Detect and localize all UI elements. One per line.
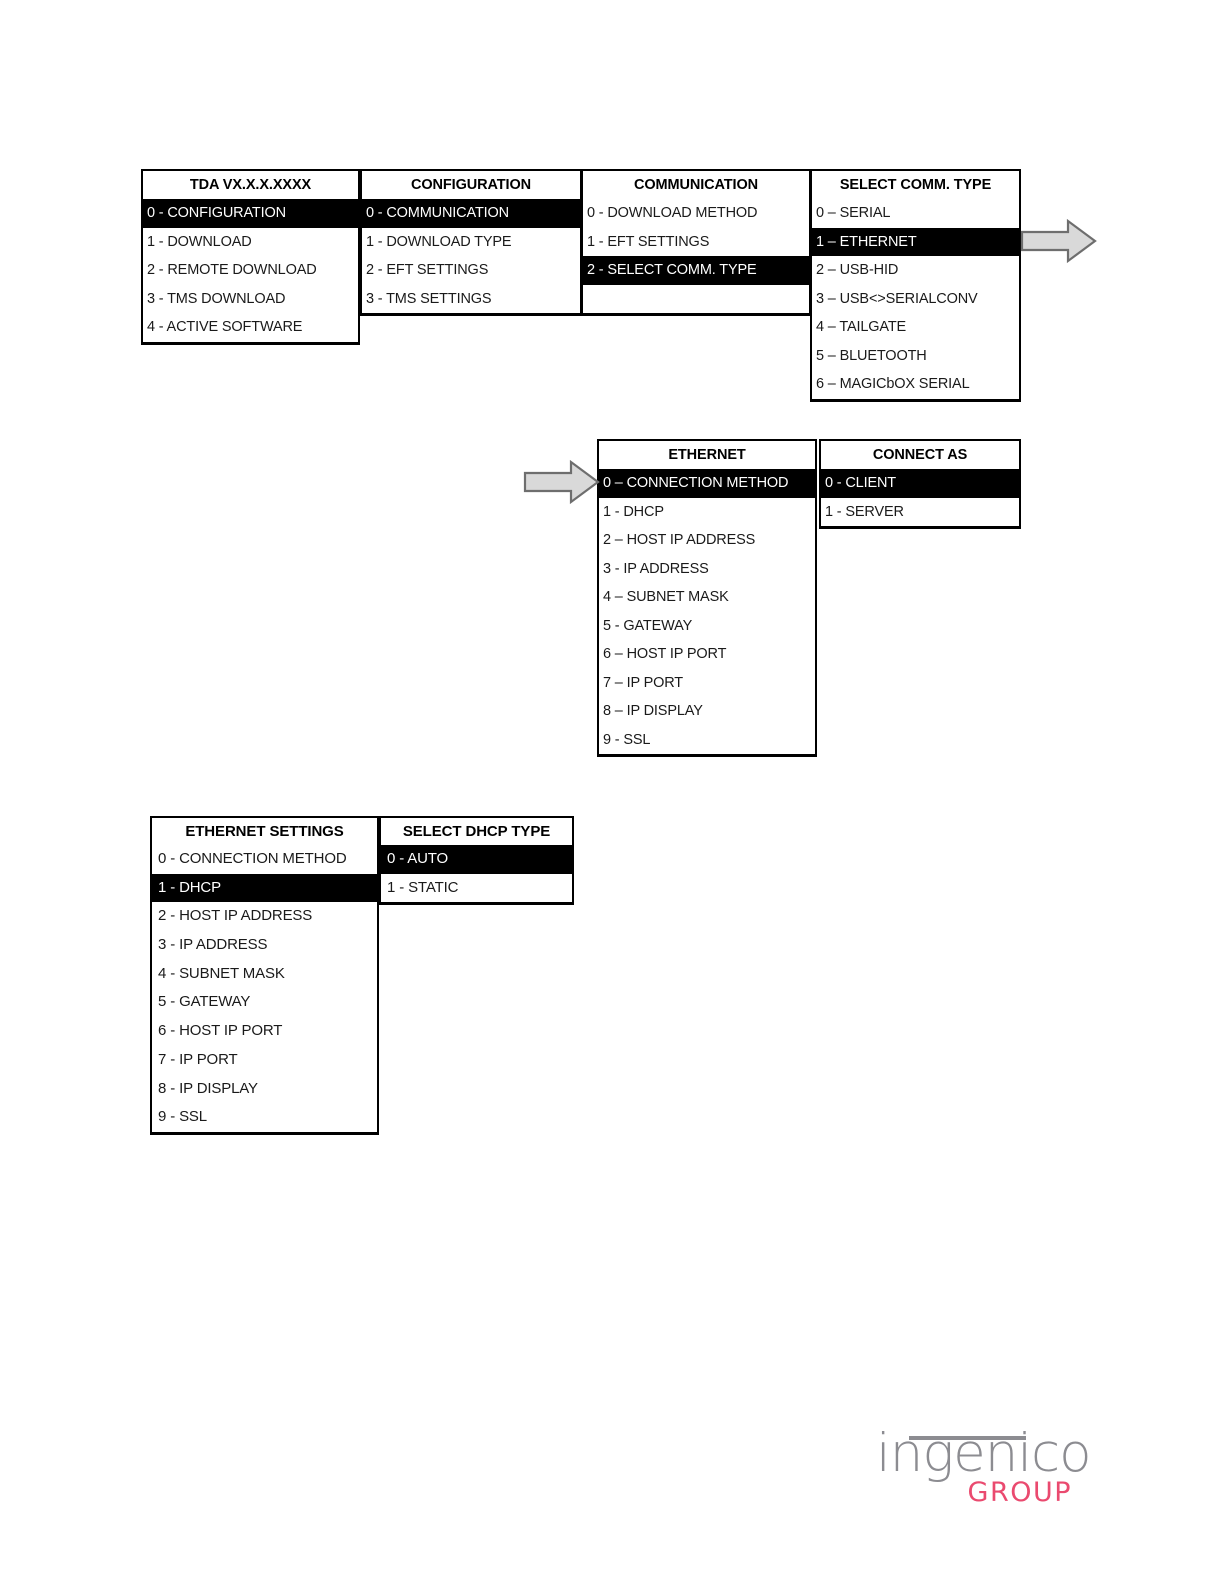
- flow-arrow-right-middle: [523, 459, 601, 510]
- menu-title: ETHERNET: [599, 441, 815, 469]
- menu-item-host-ip-address[interactable]: 2 - HOST IP ADDRESS: [152, 902, 377, 932]
- menu-item-eft-settings[interactable]: 1 - EFT SETTINGS: [583, 227, 809, 256]
- menu-item-ip-display[interactable]: 8 – IP DISPLAY: [599, 697, 815, 726]
- logo-subtitle: GROUP: [967, 1477, 1072, 1508]
- menu-item-ip-address[interactable]: 3 - IP ADDRESS: [599, 554, 815, 583]
- menu-item-remote-download[interactable]: 2 - REMOTE DOWNLOAD: [143, 256, 358, 285]
- menu-item-ssl[interactable]: 9 - SSL: [599, 725, 815, 754]
- menu-box-select-comm-type: SELECT COMM. TYPE 0 – SERIAL 1 – ETHERNE…: [810, 169, 1021, 402]
- menu-item-serial[interactable]: 0 – SERIAL: [812, 199, 1019, 228]
- menu-item-host-ip-port[interactable]: 6 - HOST IP PORT: [152, 1017, 377, 1046]
- menu-item-download-type[interactable]: 1 - DOWNLOAD TYPE: [362, 227, 580, 256]
- menu-title: CONNECT AS: [821, 441, 1019, 469]
- menu-item-download-method[interactable]: 0 - DOWNLOAD METHOD: [583, 199, 809, 228]
- menu-item-host-ip-address[interactable]: 2 – HOST IP ADDRESS: [599, 526, 815, 555]
- menu-item-active-software[interactable]: 4 - ACTIVE SOFTWARE: [143, 313, 358, 342]
- menu-item-tms-settings[interactable]: 3 - TMS SETTINGS: [362, 284, 580, 313]
- menu-item-communication[interactable]: 0 - COMMUNICATION: [362, 199, 580, 228]
- menu-item-server[interactable]: 1 - SERVER: [821, 497, 1019, 526]
- menu-item-tms-download[interactable]: 3 - TMS DOWNLOAD: [143, 284, 358, 313]
- menu-title: TDA VX.X.X.XXXX: [143, 171, 358, 199]
- menu-item-bluetooth[interactable]: 5 – BLUETOOTH: [812, 341, 1019, 370]
- menu-box-select-dhcp-type: SELECT DHCP TYPE 0 - AUTO 1 - STATIC: [379, 816, 574, 906]
- menu-item-dhcp[interactable]: 1 - DHCP: [599, 497, 815, 526]
- menu-item-tailgate[interactable]: 4 – TAILGATE: [812, 313, 1019, 342]
- menu-item-host-ip-port[interactable]: 6 – HOST IP PORT: [599, 640, 815, 669]
- menu-box-ethernet: ETHERNET 0 – CONNECTION METHOD 1 - DHCP …: [597, 439, 817, 757]
- menu-item-auto[interactable]: 0 - AUTO: [381, 845, 572, 874]
- logo-bar: [909, 1436, 1026, 1440]
- menu-item-client[interactable]: 0 - CLIENT: [821, 469, 1019, 498]
- menu-item-ip-port[interactable]: 7 - IP PORT: [152, 1045, 377, 1075]
- menu-item-ip-port[interactable]: 7 – IP PORT: [599, 668, 815, 697]
- menu-item-static[interactable]: 1 - STATIC: [381, 873, 572, 903]
- menu-item-gateway[interactable]: 5 - GATEWAY: [599, 611, 815, 640]
- menu-item-subnet-mask[interactable]: 4 – SUBNET MASK: [599, 583, 815, 612]
- menu-item-usb-hid[interactable]: 2 – USB-HID: [812, 256, 1019, 285]
- menu-item-ssl[interactable]: 9 - SSL: [152, 1103, 377, 1132]
- menu-title: ETHERNET SETTINGS: [152, 818, 377, 845]
- flow-arrow-right-top: [1020, 218, 1098, 269]
- ingenico-logo: ingenico GROUP: [876, 1418, 1092, 1514]
- logo-wordmark: ingenico: [876, 1423, 1092, 1484]
- menu-item-connection-method[interactable]: 0 – CONNECTION METHOD: [599, 469, 815, 498]
- menu-item-subnet-mask[interactable]: 4 - SUBNET MASK: [152, 959, 377, 989]
- menu-title: CONFIGURATION: [362, 171, 580, 199]
- menu-title: COMMUNICATION: [583, 171, 809, 199]
- menu-item-configuration[interactable]: 0 - CONFIGURATION: [143, 199, 358, 228]
- menu-box-connect-as: CONNECT AS 0 - CLIENT 1 - SERVER: [819, 439, 1021, 529]
- menu-item-dhcp[interactable]: 1 - DHCP: [152, 873, 377, 903]
- menu-item-gateway[interactable]: 5 - GATEWAY: [152, 988, 377, 1018]
- menu-item-connection-method[interactable]: 0 - CONNECTION METHOD: [152, 845, 377, 874]
- menu-item-magicbox-serial[interactable]: 6 – MAGICbOX SERIAL: [812, 370, 1019, 399]
- menu-item-select-comm-type[interactable]: 2 - SELECT COMM. TYPE: [583, 256, 809, 285]
- menu-box-filler: [583, 284, 809, 313]
- menu-item-ethernet[interactable]: 1 – ETHERNET: [812, 227, 1019, 256]
- menu-box-tda: TDA VX.X.X.XXXX 0 - CONFIGURATION 1 - DO…: [141, 169, 360, 345]
- menu-item-ip-display[interactable]: 8 - IP DISPLAY: [152, 1074, 377, 1104]
- menu-title: SELECT COMM. TYPE: [812, 171, 1019, 199]
- menu-title: SELECT DHCP TYPE: [381, 818, 572, 845]
- menu-box-communication: COMMUNICATION 0 - DOWNLOAD METHOD 1 - EF…: [581, 169, 811, 316]
- menu-box-configuration: CONFIGURATION 0 - COMMUNICATION 1 - DOWN…: [360, 169, 582, 316]
- menu-item-ip-address[interactable]: 3 - IP ADDRESS: [152, 931, 377, 960]
- menu-item-eft-settings[interactable]: 2 - EFT SETTINGS: [362, 256, 580, 285]
- menu-item-download[interactable]: 1 - DOWNLOAD: [143, 227, 358, 256]
- menu-box-ethernet-settings: ETHERNET SETTINGS 0 - CONNECTION METHOD …: [150, 816, 379, 1135]
- menu-item-usb-serialconv[interactable]: 3 – USB<>SERIALCONV: [812, 284, 1019, 313]
